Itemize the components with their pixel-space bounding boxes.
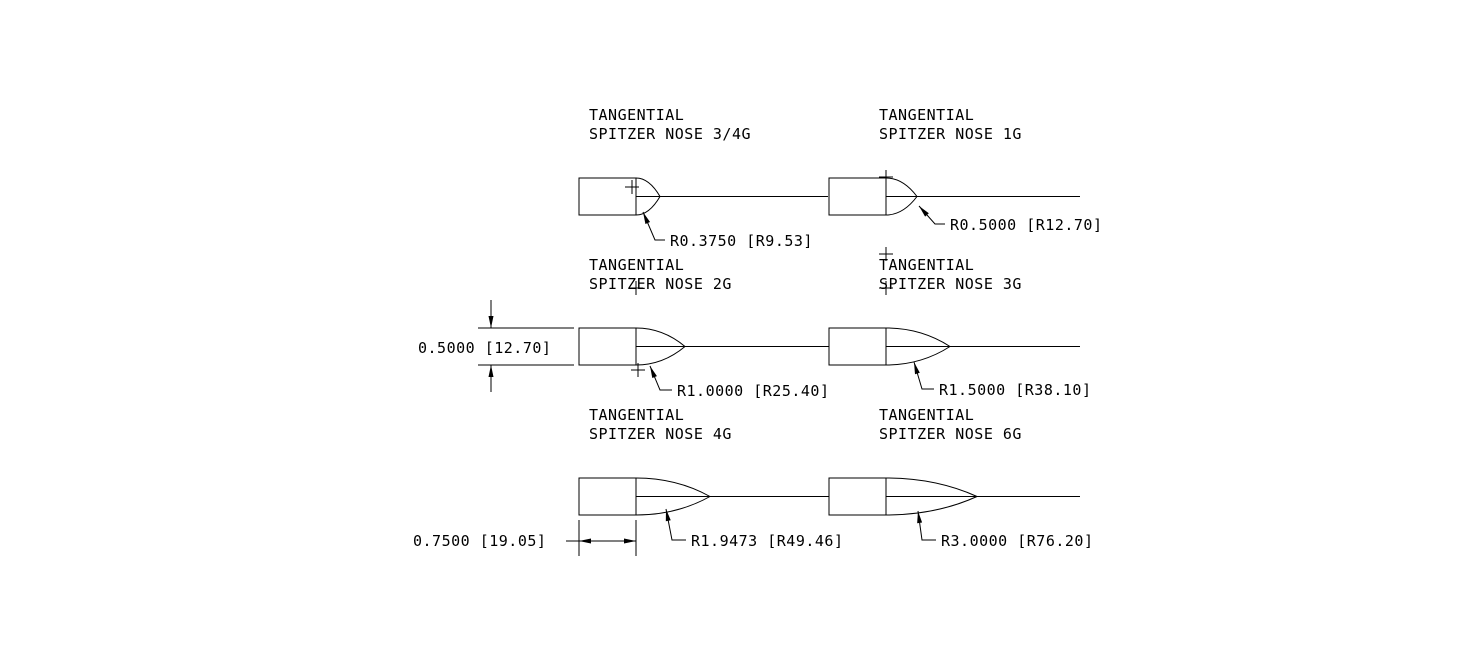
radius-leader — [913, 361, 934, 390]
diameter-dimension-label: 0.5000 [12.70] — [418, 339, 551, 357]
center-mark — [631, 363, 645, 377]
bullet-body — [828, 477, 887, 516]
nose-title-2: TANGENTIAL — [879, 106, 974, 124]
leader-arrow — [914, 362, 920, 375]
nose-name-3: SPITZER NOSE 2G — [589, 275, 732, 293]
radius-leader — [649, 365, 672, 391]
leader-arrow — [643, 212, 651, 225]
nose-title-6: TANGENTIAL — [879, 406, 974, 424]
nose-name-2: SPITZER NOSE 1G — [879, 125, 1022, 143]
dimension-arrow — [624, 538, 636, 544]
radius-leader — [665, 508, 686, 541]
nose-name-6: SPITZER NOSE 6G — [879, 425, 1022, 443]
nose-name-4: SPITZER NOSE 3G — [879, 275, 1022, 293]
center-mark — [625, 180, 639, 194]
radius-leader — [642, 211, 665, 241]
center-mark — [629, 281, 643, 295]
radius-label-1: R0.3750 [R9.53] — [670, 232, 813, 250]
nose-title-5: TANGENTIAL — [589, 406, 684, 424]
radius-leader — [918, 205, 945, 225]
nose-name-1: SPITZER NOSE 3/4G — [589, 125, 751, 143]
nose-title-3: TANGENTIAL — [589, 256, 684, 274]
radius-label-6: R3.0000 [R76.20] — [941, 532, 1094, 550]
leader-arrow — [665, 509, 671, 522]
radius-label-4: R1.5000 [R38.10] — [939, 381, 1092, 399]
bullet-body — [578, 327, 637, 366]
bullet-body — [578, 177, 637, 216]
nose-name-5: SPITZER NOSE 4G — [589, 425, 732, 443]
radius-label-2: R0.5000 [R12.70] — [950, 216, 1103, 234]
center-mark — [879, 247, 893, 261]
radius-label-3: R1.0000 [R25.40] — [677, 382, 830, 400]
dimension-arrow — [488, 365, 494, 377]
nose-title-4: TANGENTIAL — [879, 256, 974, 274]
nose-title-1: TANGENTIAL — [589, 106, 684, 124]
dimension-arrow — [579, 538, 591, 544]
leader-arrow — [919, 206, 929, 217]
leader-arrow — [650, 366, 657, 379]
bullet-body — [828, 327, 887, 366]
center-mark — [879, 281, 893, 295]
center-mark — [879, 170, 893, 184]
dimension-arrow — [488, 316, 494, 328]
bullet-body — [828, 177, 887, 216]
bullet-body — [578, 477, 637, 516]
body-length-dimension-label: 0.7500 [19.05] — [413, 532, 546, 550]
leader-arrow — [917, 511, 923, 524]
radius-leader — [917, 510, 936, 541]
radius-label-5: R1.9473 [R49.46] — [691, 532, 844, 550]
